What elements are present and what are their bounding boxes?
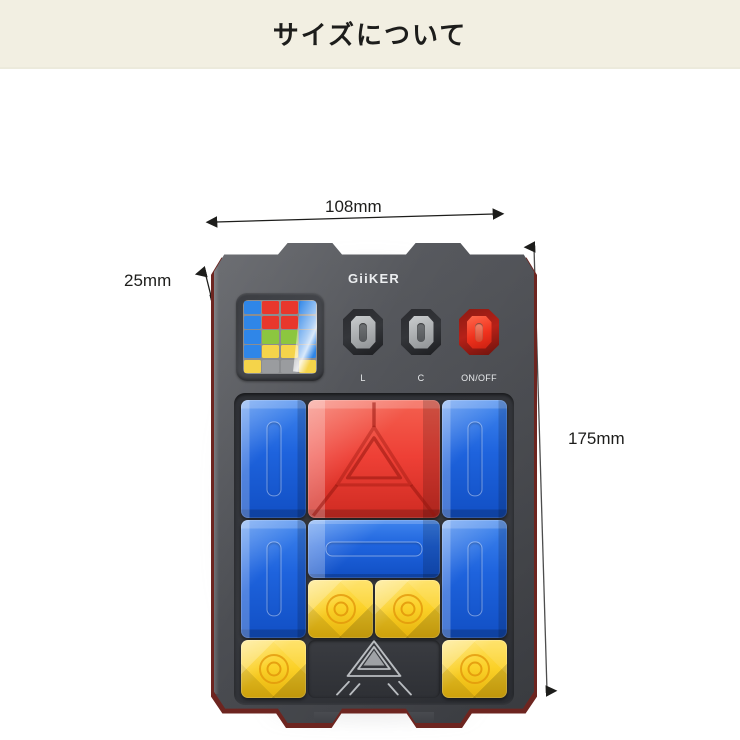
lcd-cell-r5c3 <box>280 359 298 373</box>
lcd-cell-r5c4 <box>299 359 316 373</box>
device-illustration: GiiKER ◀L▶C ●ON/OFF <box>196 234 546 734</box>
button-slot <box>359 322 367 342</box>
button-slot <box>475 322 483 342</box>
exit-zone-emblem-icon <box>336 640 412 696</box>
button-on-off[interactable]: ●ON/OFF <box>457 308 501 383</box>
tile-slot-vertical <box>266 421 281 497</box>
lcd-cell-r2c4 <box>299 315 316 329</box>
tile-ring-emblem-icon <box>392 594 423 624</box>
tile-ring-emblem-icon <box>459 654 490 684</box>
lcd-cell-r1c2 <box>262 301 280 315</box>
lcd-cell-r4c3 <box>280 345 298 359</box>
button-slot <box>417 322 425 342</box>
dimension-width-arrow <box>205 208 505 228</box>
yellow-square-c1r5[interactable] <box>241 640 306 698</box>
yellow-square-c2r4[interactable] <box>308 580 373 638</box>
lcd-cell-r4c2 <box>262 345 280 359</box>
lcd-cell-r5c2 <box>262 359 280 373</box>
body-edge-highlight <box>214 267 219 695</box>
button-caption: ON/OFF <box>461 373 497 383</box>
lcd-cell-r2c3 <box>280 315 298 329</box>
lcd-cell-r1c4 <box>299 301 316 315</box>
dimension-depth-arrow <box>194 266 223 306</box>
button-cap[interactable] <box>459 309 499 355</box>
device-body: GiiKER ◀L▶C ●ON/OFF <box>214 243 534 723</box>
button-c[interactable]: ▶C <box>399 308 443 383</box>
red-goal-block[interactable] <box>308 400 440 518</box>
tile-ring-emblem-icon <box>325 594 356 624</box>
lcd-cell-r1c1 <box>244 301 261 315</box>
lcd-display-screen <box>243 300 317 374</box>
blue-vertical-right-mid[interactable] <box>442 520 507 638</box>
tile-slot-vertical <box>467 421 482 497</box>
yellow-square-c4r5[interactable] <box>442 640 507 698</box>
header-divider <box>0 67 740 69</box>
tile-slot-horizontal <box>325 541 423 557</box>
blue-vertical-right-top[interactable] <box>442 400 507 518</box>
button-cap[interactable] <box>343 309 383 355</box>
page-title: サイズについて <box>272 20 468 50</box>
lcd-cell-r3c1 <box>244 330 261 344</box>
button-inner <box>408 315 434 349</box>
lcd-cell-r3c4 <box>299 330 316 344</box>
button-inner <box>350 315 376 349</box>
blue-horizontal-center[interactable] <box>308 520 440 578</box>
blue-vertical-left-top[interactable] <box>241 400 306 518</box>
button-row: ◀L▶C ●ON/OFF <box>339 295 511 383</box>
lcd-cell-r1c3 <box>280 301 298 315</box>
tile-ring-emblem-icon <box>258 654 289 684</box>
button-l[interactable]: ◀L <box>341 308 385 383</box>
brand-logo: GiiKER <box>348 271 400 286</box>
lcd-cell-r5c1 <box>244 359 261 373</box>
puzzle-board-grid <box>241 400 507 698</box>
button-inner <box>466 315 492 349</box>
lcd-cell-r2c1 <box>244 315 261 329</box>
lcd-cell-r4c4 <box>299 345 316 359</box>
button-caption: C <box>417 373 425 383</box>
exit-zone <box>308 640 440 698</box>
yellow-square-c3r4[interactable] <box>375 580 440 638</box>
header-band <box>0 0 740 67</box>
dimension-height-label: 175mm <box>568 429 625 448</box>
button-cap[interactable] <box>401 309 441 355</box>
puzzle-board <box>234 393 514 705</box>
tile-slot-vertical <box>266 541 281 617</box>
lcd-cell-r2c2 <box>262 315 280 329</box>
triangle-emblem-icon <box>311 402 437 517</box>
tile-slot-vertical <box>467 541 482 617</box>
dimension-depth-label: 25mm <box>124 271 172 290</box>
lcd-cell-r3c3 <box>280 330 298 344</box>
diagram-stage: 108mm 25mm 175mm <box>0 69 740 740</box>
button-caption: L <box>360 373 366 383</box>
lcd-display-frame <box>236 293 324 381</box>
lcd-cell-r3c2 <box>262 330 280 344</box>
lcd-cell-r4c1 <box>244 345 261 359</box>
blue-vertical-left-mid[interactable] <box>241 520 306 638</box>
